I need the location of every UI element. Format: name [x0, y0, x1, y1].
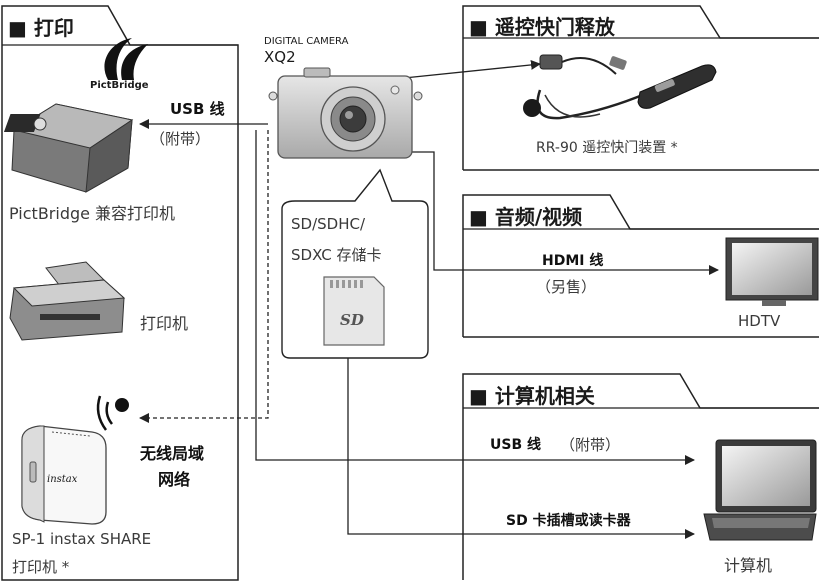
remote-section-title: ■ 遥控快门释放 [469, 15, 615, 39]
camera-model-line: DIGITAL CAMERA [264, 36, 349, 47]
sp1-label-line1: SP-1 instax SHARE [12, 530, 152, 548]
svg-text:SD: SD [340, 311, 364, 329]
remote-release-icon [523, 54, 717, 120]
usb-print-sublabel: （附带） [150, 130, 211, 148]
pictbridge-logo-text: PictBridge [90, 80, 149, 91]
hdmi-arrow [410, 151, 719, 275]
remote-section-frame [462, 5, 819, 171]
pictbridge-printer-label: PictBridge 兼容打印机 [9, 204, 176, 223]
connection-lines [139, 59, 719, 539]
remote-label: RR-90 遥控快门装置 * [536, 140, 678, 156]
sd-card-label-line1: SD/SDHC/ [291, 215, 366, 233]
sd-slot-label: SD 卡插槽或读卡器 [506, 513, 631, 529]
sd-card-callout [281, 168, 429, 359]
computer-section-frame [462, 373, 819, 580]
hdmi-label: HDMI 线 [542, 253, 604, 269]
sd-card-label-line2: SDXC 存储卡 [291, 246, 382, 264]
sd-card-icon: SD [323, 276, 385, 346]
hdmi-sublabel: （另售） [536, 278, 597, 296]
av-section-frame [462, 194, 819, 338]
pictbridge-printer-icon [3, 103, 134, 193]
wireless-label-line2: 网络 [158, 470, 191, 489]
wireless-arrow [139, 130, 269, 423]
computer-label: 计算机 [724, 556, 773, 575]
instax-printer-icon [21, 425, 107, 525]
wireless-icon [96, 395, 129, 431]
printer-icon [9, 261, 126, 341]
av-section-title: ■ 音频/视频 [469, 205, 583, 229]
printer-label: 打印机 [140, 314, 189, 333]
wireless-label-line1: 无线局域 [140, 444, 205, 463]
usb-print-label: USB 线 [170, 100, 225, 118]
usb-pc-arrow [255, 130, 695, 465]
pictbridge-logo [104, 38, 148, 80]
camera-model: XQ2 [264, 48, 296, 66]
computer-section-title: ■ 计算机相关 [469, 384, 595, 408]
sp1-label-line2: 打印机 * [12, 558, 70, 576]
laptop-icon [703, 439, 817, 541]
camera-icon [268, 67, 423, 159]
instax-brand: instax [47, 474, 78, 485]
usb-pc-sublabel: （附带） [560, 436, 621, 454]
hdtv-label: HDTV [738, 312, 781, 330]
usb-pc-label: USB 线 [490, 437, 541, 453]
sd-pc-arrow [347, 358, 695, 539]
hdtv-icon [725, 237, 819, 306]
print-section-title: ■ 打印 [8, 16, 74, 40]
